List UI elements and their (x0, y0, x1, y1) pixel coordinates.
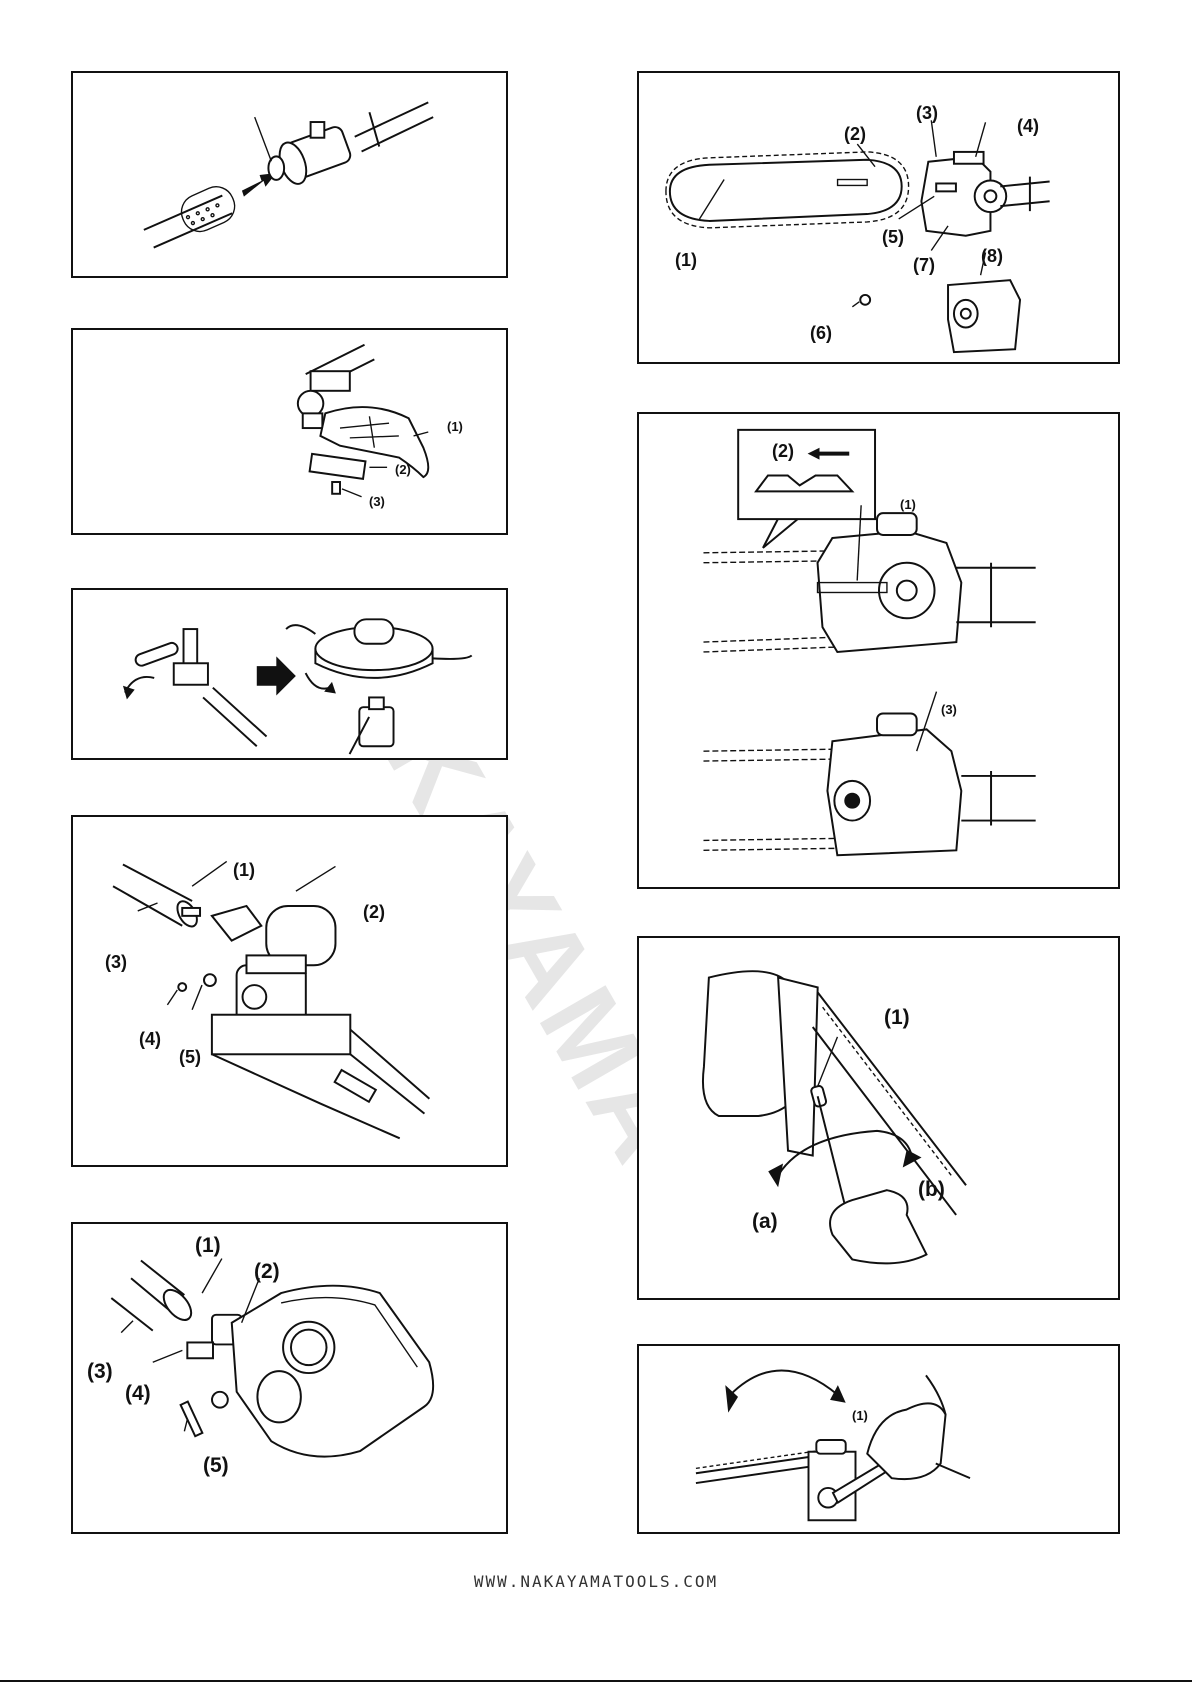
bar-nut-wrench-drawing (639, 1346, 1118, 1532)
figure-chain-tensioner: (1) (a) (b) (637, 936, 1120, 1300)
chain-bar-exploded-drawing (639, 73, 1118, 362)
engine-label-4: (4) (125, 1382, 151, 1406)
tensioner-direction-a: (a) (752, 1210, 778, 1234)
trimmer-head-drawing (73, 590, 506, 758)
figure-gearbox-mount: (1) (2) (3) (4) (5) (71, 815, 508, 1167)
cover-label-3: (3) (941, 702, 957, 717)
bottom-rule (0, 1680, 1192, 1682)
bar-label-2: (2) (844, 124, 866, 145)
chain-direction-label-2: (2) (772, 441, 794, 462)
gearbox-label-2: (2) (363, 902, 385, 923)
gearbox-mount-drawing (73, 817, 506, 1165)
guard-mount-drawing (73, 330, 506, 533)
engine-label-2: (2) (254, 1260, 280, 1284)
figure-engine-mount: (1) (2) (3) (4) (5) (71, 1222, 508, 1534)
bar-label-5: (5) (882, 227, 904, 248)
figure-shaft-insertion (71, 71, 508, 278)
chain-label-1: (1) (900, 497, 916, 512)
bar-label-3: (3) (916, 103, 938, 124)
bar-label-1: (1) (675, 250, 697, 271)
shaft-insertion-drawing (73, 73, 506, 276)
figure-bar-nut-wrench: (1) (637, 1344, 1120, 1534)
gearbox-label-5: (5) (179, 1047, 201, 1068)
tensioner-label-1: (1) (884, 1006, 910, 1030)
gearbox-label-1: (1) (233, 860, 255, 881)
footer-website: WWW.NAKAYAMATOOLS.COM (0, 1572, 1192, 1591)
wrench-label-1: (1) (852, 1408, 868, 1423)
gearbox-label-3: (3) (105, 952, 127, 973)
bar-label-4: (4) (1017, 116, 1039, 137)
engine-mount-drawing (73, 1224, 506, 1532)
figure-chain-bar-exploded: (1) (2) (3) (4) (5) (6) (7) (8) (637, 71, 1120, 364)
bar-label-8: (8) (981, 246, 1003, 267)
chain-tensioner-drawing (639, 938, 1118, 1298)
engine-label-3: (3) (87, 1360, 113, 1384)
guard-label-3: (3) (369, 494, 385, 509)
gearbox-label-4: (4) (139, 1029, 161, 1050)
bar-label-6: (6) (810, 323, 832, 344)
bar-label-7: (7) (913, 255, 935, 276)
figure-chain-direction: (1) (2) (3) (637, 412, 1120, 889)
figure-guard-mount: (1) (2) (3) (71, 328, 508, 535)
engine-label-1: (1) (195, 1234, 221, 1258)
guard-label-2: (2) (395, 462, 411, 477)
figure-trimmer-head (71, 588, 508, 760)
guard-label-1: (1) (447, 419, 463, 434)
chain-direction-drawing (639, 414, 1118, 887)
tensioner-direction-b: (b) (918, 1178, 945, 1202)
engine-label-5: (5) (203, 1454, 229, 1478)
